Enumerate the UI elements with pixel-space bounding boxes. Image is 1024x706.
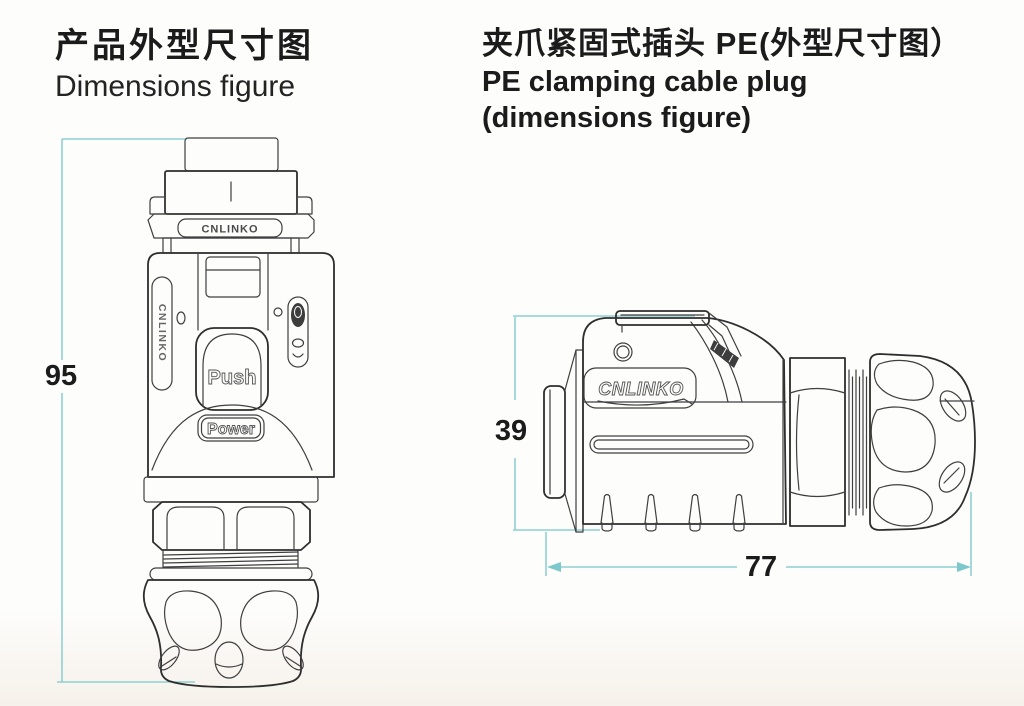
side-mating-face — [543, 385, 566, 499]
front-hex-nut — [152, 501, 311, 551]
right-title-block: 夹爪紧固式插头 PE(外型尺寸图） PE clamping cable plug… — [482, 24, 962, 136]
left-title-english: Dimensions figure — [55, 70, 296, 103]
front-collar: CNLINKO — [147, 213, 315, 239]
push-button-label: Push — [208, 367, 257, 389]
side-gland-nut — [869, 353, 976, 531]
dimension-77-label: 77 — [745, 551, 777, 583]
side-view-drawing: 39 77 — [495, 310, 976, 583]
front-threads — [162, 549, 299, 569]
front-gland-cap — [142, 579, 320, 688]
side-hex-nut — [789, 357, 846, 527]
front-neck — [162, 237, 300, 254]
side-main-body — [582, 317, 787, 525]
emblem-oval — [291, 303, 305, 327]
front-view-drawing: 95 CNLINKO CNLINKO — [45, 137, 335, 688]
power-badge: Power — [197, 414, 265, 442]
left-title-block: 产品外型尺寸图 Dimensions figure — [55, 24, 314, 106]
side-slot — [589, 435, 754, 454]
side-brand-label: CNLINKO — [598, 379, 684, 399]
dimension-95-label: 95 — [45, 360, 77, 392]
left-title-chinese: 产品外型尺寸图 — [55, 27, 314, 65]
push-button: Push — [195, 327, 269, 411]
front-right-ear — [296, 196, 313, 215]
right-title-chinese: 夹爪紧固式插头 PE(外型尺寸图） — [482, 26, 963, 61]
front-main-body — [147, 252, 335, 478]
front-collar-brand-label: CNLINKO — [201, 224, 258, 236]
side-view-connector: CNLINKO — [543, 310, 976, 533]
power-badge-label: Power — [207, 421, 255, 438]
front-washer-ring — [149, 567, 313, 581]
front-rail-brand-label: CNLINKO — [156, 304, 168, 362]
dimension-39-label: 39 — [495, 415, 527, 447]
dimension-95: 95 — [45, 138, 195, 683]
latch-grip-pad — [710, 340, 739, 368]
side-indicator-hole — [613, 342, 633, 362]
side-latch-clip — [615, 310, 742, 368]
side-brand-plate: CNLINKO — [583, 367, 697, 409]
side-threads — [848, 369, 868, 516]
front-right-rail — [287, 296, 309, 368]
front-left-rail: CNLINKO — [151, 276, 173, 391]
front-lower-band — [143, 476, 319, 503]
front-top-block — [184, 137, 279, 172]
front-view-connector: CNLINKO CNLINKO Push — [142, 137, 335, 688]
right-title-english-line1: PE clamping cable plug — [482, 66, 808, 98]
dimension-77: 77 — [545, 492, 972, 583]
side-flange — [564, 349, 584, 533]
right-title-english-line2: (dimensions figure) — [482, 102, 752, 134]
front-left-ear — [149, 196, 166, 215]
dimension-39: 39 — [495, 315, 695, 531]
side-grip-teeth — [600, 493, 746, 532]
